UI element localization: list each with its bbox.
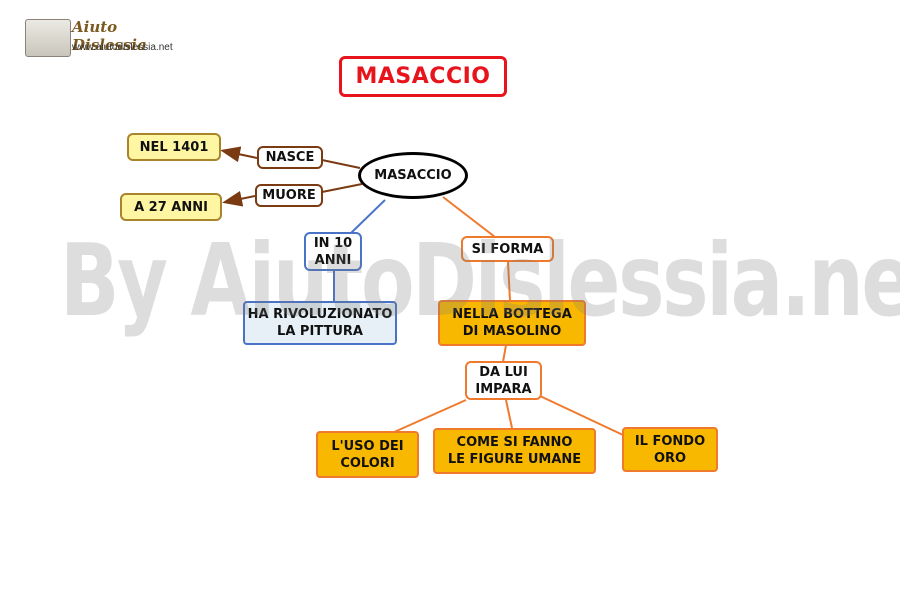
edge-center-siforma	[442, 196, 496, 238]
edge-daluiimpara-figure	[505, 399, 513, 429]
node-nella-bottega: NELLA BOTTEGA DI MASOLINO	[438, 300, 586, 346]
node-in-10-anni: IN 10 ANNI	[304, 232, 362, 271]
node-ha-rivoluzionato: HA RIVOLUZIONATO LA PITTURA	[243, 301, 397, 345]
node-figure-umane: COME SI FANNO LE FIGURE UMANE	[433, 428, 596, 474]
book-icon	[25, 19, 71, 57]
aiutodislessia-logo: Aiuto Dislessia www.aiutodislessia.net	[25, 16, 190, 58]
page-title: MASACCIO	[339, 56, 507, 97]
node-nel-1401: NEL 1401	[127, 133, 221, 161]
arrow-muore-a27anni	[222, 190, 256, 207]
logo-url: www.aiutodislessia.net	[72, 42, 173, 53]
edge-center-nasce	[321, 159, 361, 169]
edge-center-in10anni	[349, 199, 386, 235]
logo-name: Aiuto Dislessia	[72, 18, 147, 54]
edge-center-muore	[321, 183, 363, 193]
node-fondo-oro: IL FONDO ORO	[622, 427, 718, 472]
node-nasce: NASCE	[257, 146, 323, 169]
watermark: By AiutoDislessia.net	[60, 222, 900, 339]
arrow-nasce-nel1401	[220, 146, 258, 163]
edge-bottega-daluiimpara	[502, 344, 507, 363]
node-uso-colori: L'USO DEI COLORI	[316, 431, 419, 478]
edge-daluiimpara-fondo	[539, 395, 624, 436]
node-muore: MUORE	[255, 184, 323, 207]
node-da-lui-impara: DA LUI IMPARA	[465, 361, 542, 400]
node-si-forma: SI FORMA	[461, 236, 554, 262]
node-center-masaccio: MASACCIO	[358, 152, 468, 199]
node-a-27-anni: A 27 ANNI	[120, 193, 222, 221]
edge-daluiimpara-colori	[391, 399, 467, 434]
edge-siforma-bottega	[507, 261, 511, 302]
